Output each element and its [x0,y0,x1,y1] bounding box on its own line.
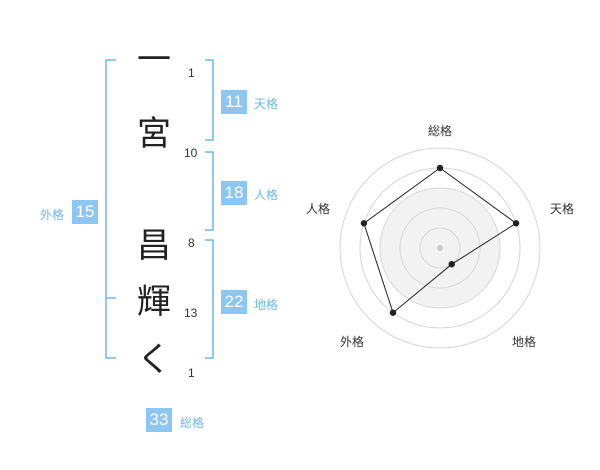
radar-polygon [363,167,517,314]
name-char-4: 輝 [137,282,171,322]
radar-axis-label-jinkaku: 人格 [306,201,330,216]
radar-center-dot [437,245,443,251]
gaikaku-value: 15 [72,200,98,224]
tenkaku-bracket [205,59,214,141]
radar-axis-label-soukaku: 総格 [428,123,452,138]
name-char-2: 宮 [137,114,171,154]
radar-ring-3 [379,187,501,309]
radar-point-2 [448,260,455,268]
name-char-3: 昌 [137,226,171,266]
gaikaku-label: 外格 [40,208,65,222]
stroke-count-4: 13 [184,306,198,320]
radar-point-3 [389,309,397,316]
jinkaku-bracket [205,151,214,231]
radar-ring-1 [419,227,461,269]
radar-points [360,164,520,316]
soukaku-label: 総格 [180,416,205,430]
name-char-5: く [137,340,171,380]
radar-point-4 [360,220,368,227]
soukaku-value: 33 [146,408,172,432]
gaikaku-bracket [105,59,116,359]
stroke-count-2: 10 [184,146,198,160]
stroke-count-5: 1 [188,366,195,380]
stroke-count-1: 1 [188,66,195,80]
chikaku-label: 地格 [254,298,279,312]
name-char-1: 一 [137,40,171,80]
stroke-count-3: 8 [188,236,195,250]
jinkaku-value: 18 [221,181,247,205]
tenkaku-label: 天格 [254,97,279,111]
radar-point-1 [512,220,520,227]
radar-axis-label-tenkaku: 天格 [550,201,574,216]
jinkaku-label: 人格 [254,188,279,202]
radar-point-0 [436,164,444,172]
radar-axis-label-chikaku: 地格 [512,334,536,349]
chikaku-value: 22 [221,290,247,314]
radar-axis-label-gaikaku: 外格 [340,334,364,349]
chikaku-bracket [205,239,214,359]
radar-ring-2 [399,207,481,289]
tenkaku-value: 11 [221,90,247,114]
